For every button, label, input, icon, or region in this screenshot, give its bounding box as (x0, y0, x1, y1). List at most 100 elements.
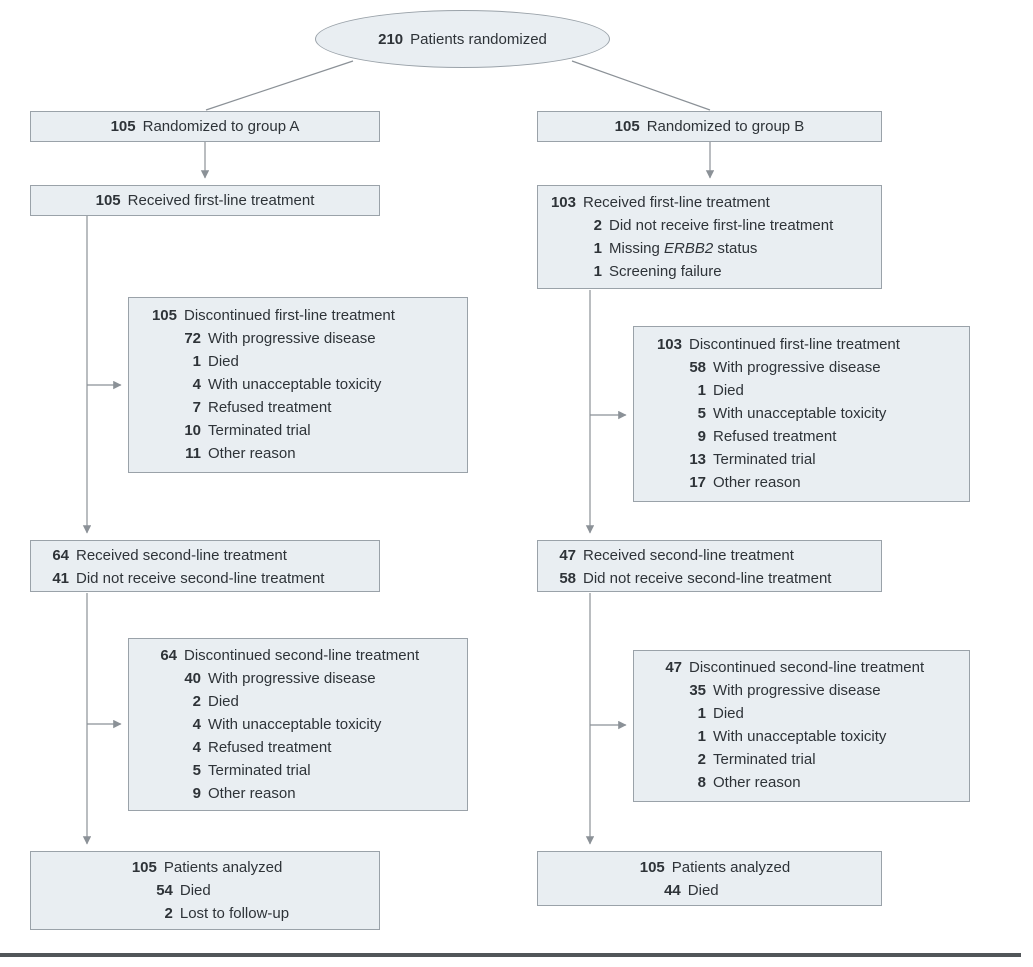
node-group-b: 105 Randomized to group B (537, 111, 882, 142)
label: With unacceptable toxicity (713, 405, 887, 422)
count: 105 (110, 118, 136, 135)
label: With progressive disease (208, 330, 376, 347)
label: Refused treatment (208, 399, 332, 416)
flow-item: 47 Discontinued second-line treatment (642, 656, 961, 679)
flow-item: 1 Screening failure (546, 260, 873, 283)
label: Patients analyzed (163, 859, 283, 876)
count: 13 (689, 451, 706, 468)
flow-item: 105 Randomized to group B (615, 115, 805, 138)
count: 58 (559, 570, 576, 587)
label: Died (208, 353, 239, 370)
count: 105 (151, 307, 177, 324)
label: Did not receive first-line treatment (609, 217, 834, 234)
label: Received first-line treatment (583, 194, 770, 211)
count: 1 (192, 353, 201, 370)
flow-item: 105 Received first-line treatment (96, 189, 315, 212)
count: 9 (697, 428, 706, 445)
label: With progressive disease (208, 670, 376, 687)
flow-item: 105 Discontinued first-line treatment (137, 304, 459, 327)
label: Patients analyzed (671, 858, 791, 876)
label: Randomized to group A (142, 118, 300, 135)
flow-item: 2 Died (137, 690, 459, 713)
label: Randomized to group B (646, 118, 805, 135)
label: Died (179, 882, 211, 899)
gene-name-italic: ERBB2 (664, 240, 714, 257)
count: 9 (192, 785, 201, 802)
flow-item: 54 Died (121, 879, 289, 902)
node-patients-randomized: 210 Patients randomized (315, 10, 610, 68)
flow-item: 105 Randomized to group A (111, 115, 300, 138)
flow-item: 2 Did not receive first-line treatment (546, 214, 873, 237)
flow-item: 58 With progressive disease (642, 356, 961, 379)
label: Died (687, 881, 719, 899)
count: 47 (559, 547, 576, 564)
label: Missing ERBB2 status (609, 240, 758, 257)
count: 103 (656, 336, 682, 353)
label: Discontinued first-line treatment (184, 307, 395, 324)
flow-item: 1 Died (137, 350, 459, 373)
count: 54 (156, 882, 173, 899)
label: Died (208, 693, 239, 710)
count: 105 (614, 118, 640, 135)
flow-item: 47 Received second-line treatment (546, 544, 873, 567)
count: 2 (164, 905, 173, 922)
label: With progressive disease (713, 359, 881, 376)
flow-item: 44 Died (629, 879, 790, 902)
flow-item: 9 Refused treatment (642, 425, 961, 448)
flow-item: 103 Received first-line treatment (546, 191, 873, 214)
label: Terminated trial (713, 751, 816, 768)
connector-ellipse-to-group-a (205, 60, 354, 111)
count: 1 (593, 240, 602, 257)
count: 10 (184, 422, 201, 439)
label: Discontinued second-line treatment (689, 659, 925, 676)
label: Received second-line treatment (76, 547, 287, 564)
count: 40 (184, 670, 201, 687)
count: 5 (697, 405, 706, 422)
label: Died (713, 382, 744, 399)
count: 47 (665, 659, 682, 676)
count: 210 (378, 30, 404, 48)
label: Received second-line treatment (583, 547, 794, 564)
label: Screening failure (609, 263, 722, 280)
label: Discontinued second-line treatment (184, 647, 420, 664)
label: Did not receive second-line treatment (76, 570, 325, 587)
flow-item: 5 With unacceptable toxicity (642, 402, 961, 425)
count: 64 (52, 547, 69, 564)
flow-item: 210 Patients randomized (378, 28, 547, 51)
node-secondline-b: 47 Received second-line treatment 58 Did n… (537, 540, 882, 592)
count: 58 (689, 359, 706, 376)
count: 4 (192, 716, 201, 733)
count: 17 (689, 474, 706, 491)
count: 44 (664, 881, 681, 899)
count: 103 (550, 194, 576, 211)
count: 2 (192, 693, 201, 710)
flow-item: 2 Terminated trial (642, 748, 961, 771)
flow-item: 1 Missing ERBB2 status (546, 237, 873, 260)
count: 2 (593, 217, 602, 234)
flow-item: 64 Received second-line treatment (39, 544, 371, 567)
count: 105 (95, 192, 121, 209)
count: 2 (697, 751, 706, 768)
label: Did not receive second-line treatment (583, 570, 832, 587)
label: Refused treatment (713, 428, 837, 445)
count: 1 (697, 728, 706, 745)
count: 1 (697, 705, 706, 722)
figure-divider-rule (0, 953, 1021, 957)
label: Other reason (713, 774, 801, 791)
